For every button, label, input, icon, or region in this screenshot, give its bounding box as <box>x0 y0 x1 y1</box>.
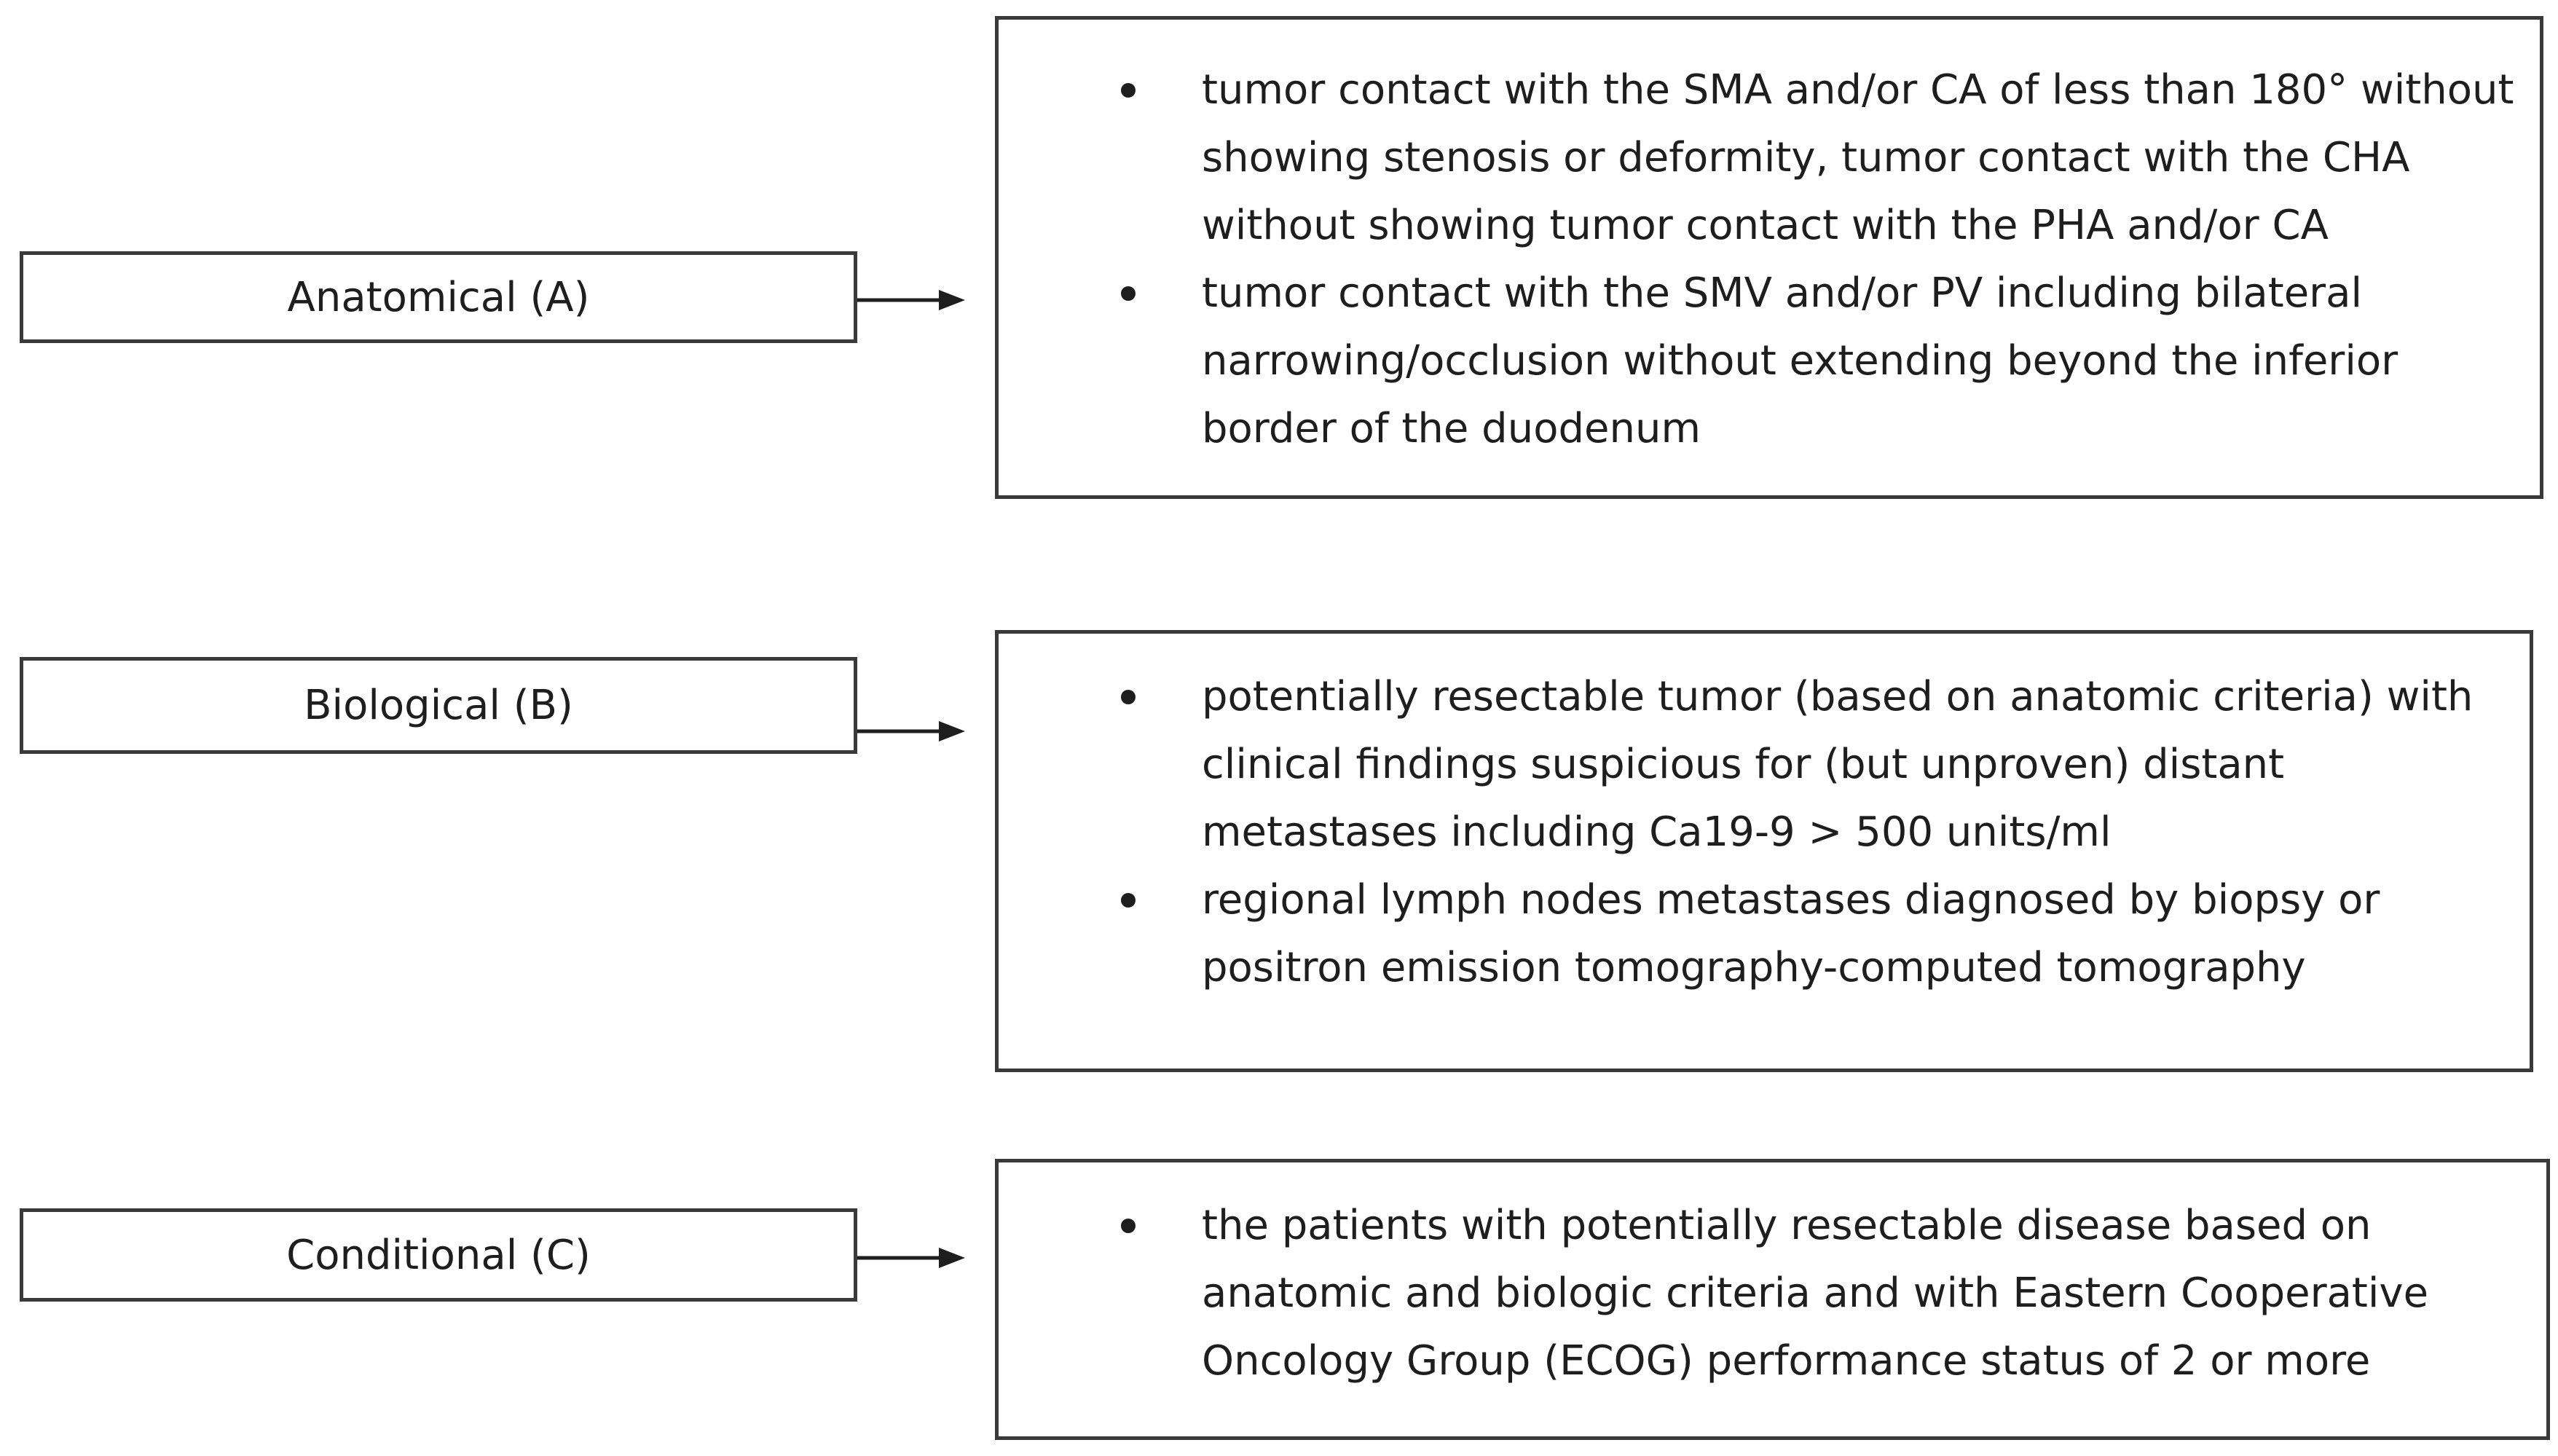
criteria-item: potentially resectable tumor (based on a… <box>999 663 2530 866</box>
category-label-conditional: Conditional (C) <box>286 1231 591 1279</box>
category-box-anatomical: Anatomical (A) <box>20 251 857 343</box>
bullet-icon <box>1121 83 1136 98</box>
criteria-text: tumor contact with the SMA and/or CA of … <box>1202 66 2514 249</box>
criteria-item: regional lymph nodes metastases diagnose… <box>999 866 2530 1002</box>
bullet-icon <box>1121 893 1136 908</box>
arrow-anatomical <box>857 290 965 310</box>
category-box-conditional: Conditional (C) <box>20 1208 857 1302</box>
bullet-icon <box>1121 1219 1136 1233</box>
criteria-box-anatomical: tumor contact with the SMA and/or CA of … <box>995 16 2543 499</box>
criteria-item: tumor contact with the SMV and/or PV inc… <box>999 259 2540 463</box>
category-label-biological: Biological (B) <box>304 682 573 729</box>
criteria-text: regional lymph nodes metastases diagnose… <box>1202 876 2380 991</box>
criteria-list-anatomical: tumor contact with the SMA and/or CA of … <box>999 56 2540 463</box>
criteria-item: tumor contact with the SMA and/or CA of … <box>999 56 2540 259</box>
bullet-icon <box>1121 690 1136 704</box>
criteria-list-conditional: the patients with potentially resectable… <box>999 1192 2546 1395</box>
criteria-box-conditional: the patients with potentially resectable… <box>995 1159 2550 1440</box>
arrow-biological <box>857 721 965 741</box>
bullet-icon <box>1121 286 1136 301</box>
category-box-biological: Biological (B) <box>20 657 857 754</box>
criteria-item: the patients with potentially resectable… <box>999 1192 2546 1395</box>
criteria-text: tumor contact with the SMV and/or PV inc… <box>1202 269 2398 452</box>
criteria-box-biological: potentially resectable tumor (based on a… <box>995 630 2533 1072</box>
criteria-text: the patients with potentially resectable… <box>1202 1202 2429 1385</box>
criteria-list-biological: potentially resectable tumor (based on a… <box>999 663 2530 1002</box>
criteria-text: potentially resectable tumor (based on a… <box>1202 673 2474 856</box>
category-label-anatomical: Anatomical (A) <box>287 273 590 321</box>
arrow-conditional <box>857 1248 965 1268</box>
